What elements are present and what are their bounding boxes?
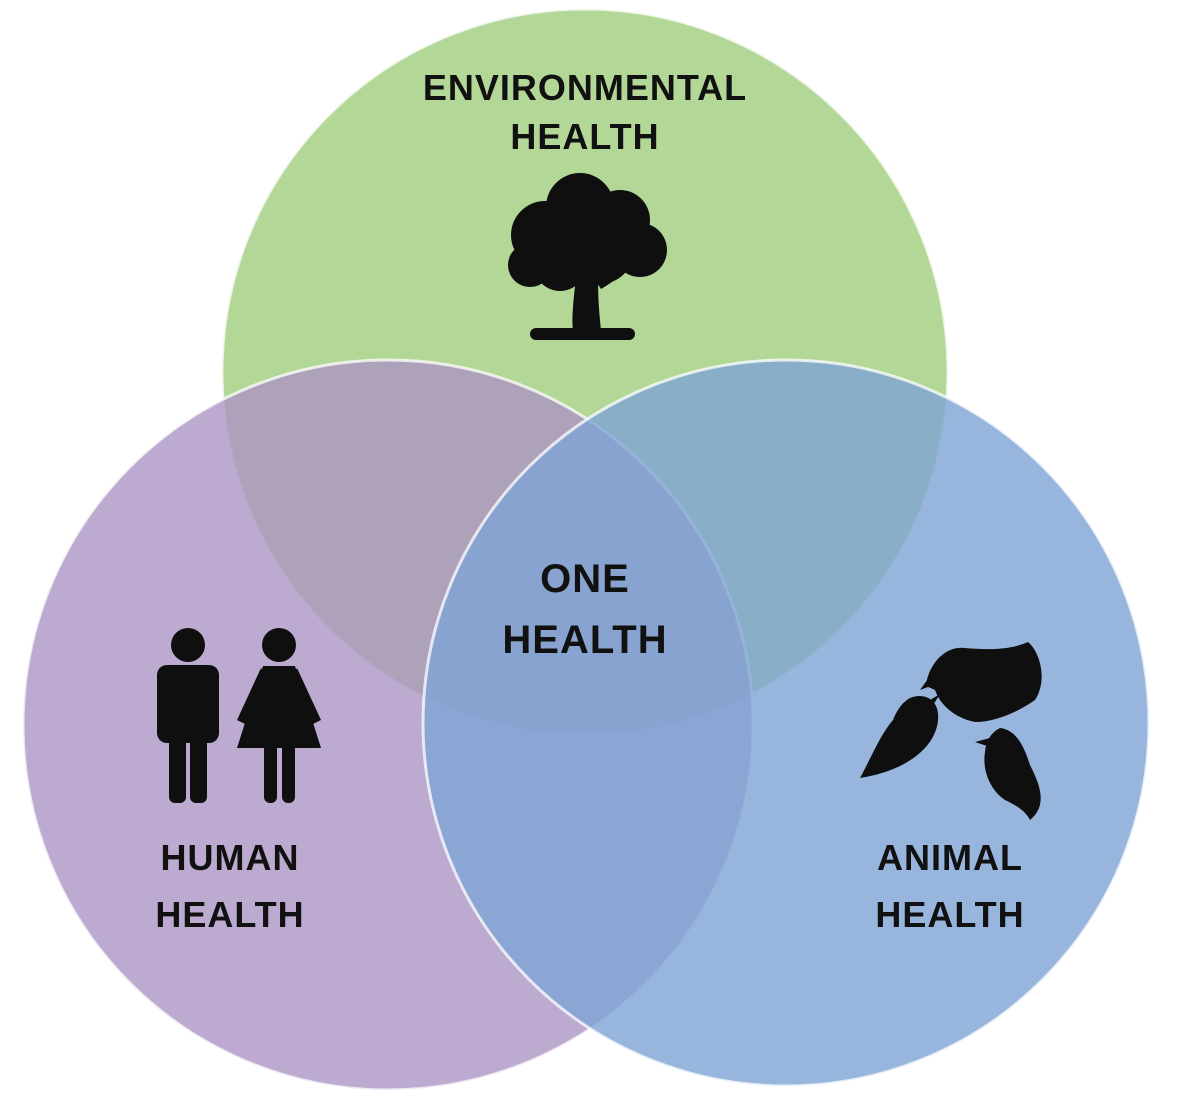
animal-health-circle: [421, 358, 1151, 1088]
human-health-label-line2: HEALTH: [155, 894, 304, 935]
human-health-label-line1: HUMAN: [161, 837, 300, 878]
animal-health-label-line2: HEALTH: [875, 894, 1024, 935]
one-health-label-line1: ONE: [540, 557, 630, 601]
birds-icon: [860, 642, 1042, 820]
environmental-health-label-line1: ENVIRONMENTAL: [423, 67, 747, 108]
animal-health-label-line1: ANIMAL: [877, 837, 1023, 878]
tree-icon: [508, 173, 667, 340]
one-health-label-line2: HEALTH: [502, 618, 667, 662]
venn-circles: [21, 7, 1151, 1092]
environmental-health-label-line2: HEALTH: [510, 116, 659, 157]
man-icon: [157, 628, 219, 803]
people-icon: [157, 628, 321, 803]
woman-icon: [237, 628, 321, 803]
